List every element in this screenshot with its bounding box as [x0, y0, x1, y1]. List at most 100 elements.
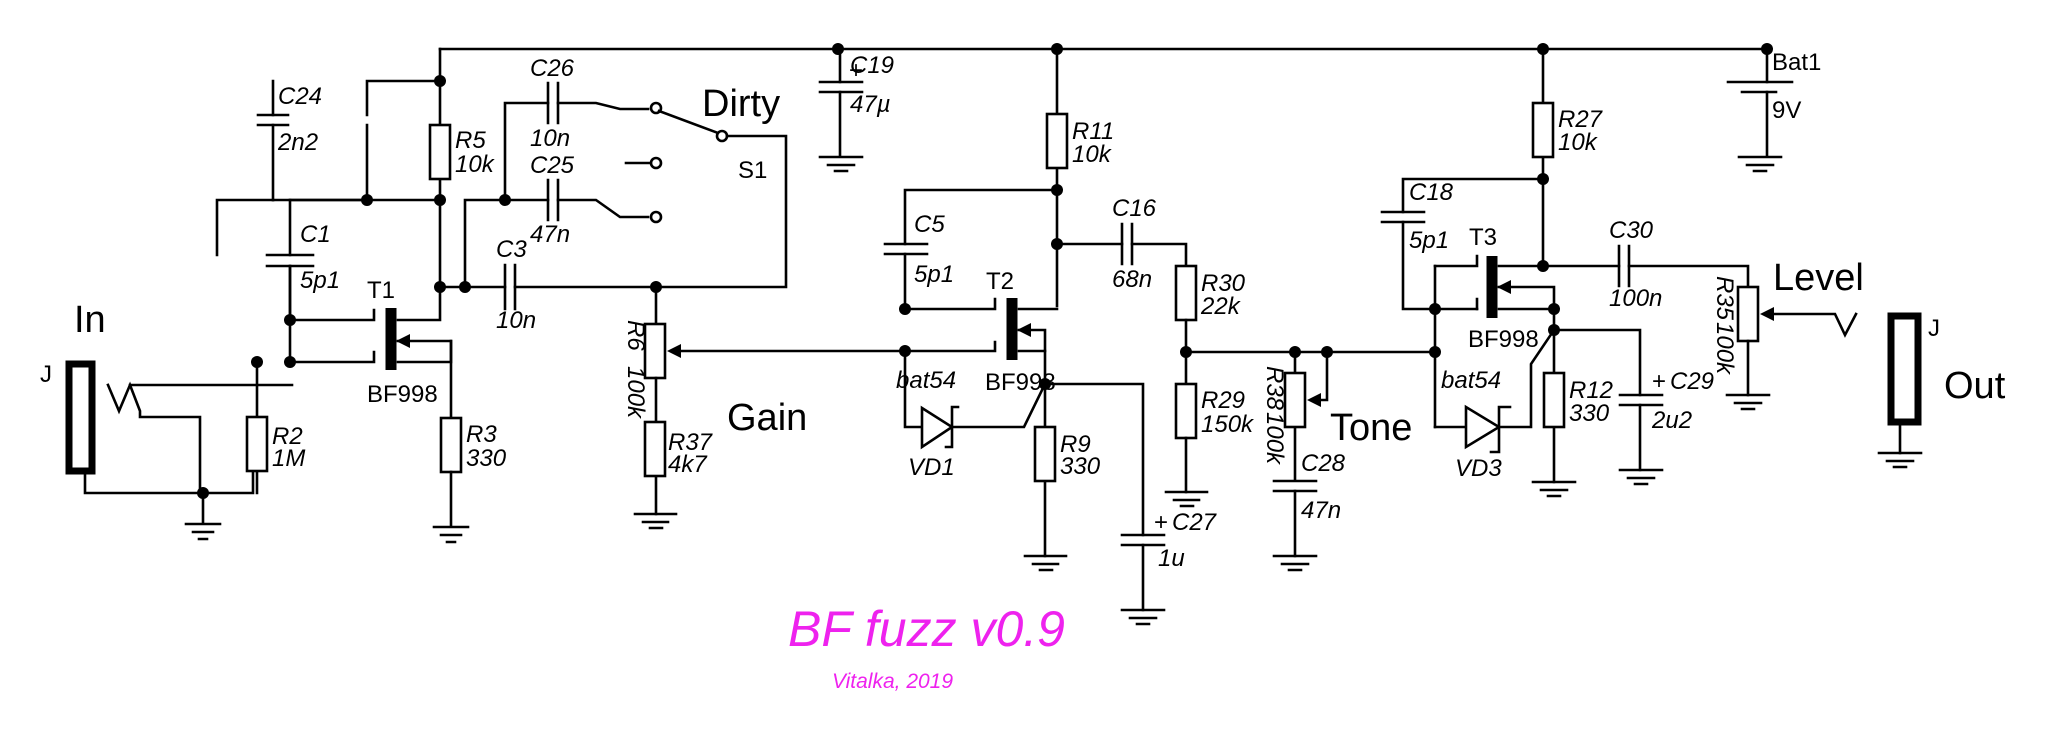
r9-ref: R9	[1060, 431, 1091, 458]
resistor-r30: R30 22k	[1174, 264, 1246, 386]
c29-polarity: +	[1652, 368, 1666, 395]
r38-value: 100k	[1261, 412, 1288, 466]
resistor-r12: R12 330	[1531, 328, 1613, 498]
r35-value: 100k	[1711, 322, 1738, 376]
resistor-r37: R37 4k7	[633, 376, 714, 530]
ground-icon	[1531, 480, 1577, 498]
ground-icon	[1164, 490, 1209, 508]
vd3-ref: VD3	[1455, 455, 1502, 482]
capacitor-c27: + C27 1u	[1043, 382, 1218, 626]
c30-value: 100n	[1609, 285, 1662, 312]
r35-ref: R35	[1711, 276, 1738, 321]
ground-icon	[818, 155, 864, 173]
r29-value: 150k	[1201, 411, 1255, 438]
transistor-t1: T1 BF998	[284, 277, 453, 420]
capacitor-c29: + C29 2u2	[1552, 328, 1714, 486]
capacitor-c19: C19 + 47µ	[818, 47, 894, 173]
vd1-part: bat54	[896, 367, 956, 394]
c1-value: 5p1	[300, 267, 340, 294]
resistor-r9: R9 330	[1023, 378, 1101, 572]
t3-part: BF998	[1468, 326, 1539, 353]
capacitor-c26: C26 10n	[503, 55, 650, 202]
author-credit: Vitalka, 2019	[832, 670, 953, 693]
ground-icon	[1120, 608, 1166, 626]
c24-value: 2n2	[277, 129, 318, 156]
resistor-r2: R2 1M	[245, 356, 305, 495]
vd1-ref: VD1	[908, 454, 955, 481]
t3-ref: T3	[1469, 224, 1497, 251]
c16-value: 68n	[1112, 266, 1152, 293]
resistor-r3: R3 330	[432, 416, 507, 544]
c24-ref: C24	[278, 83, 322, 110]
t2-ref: T2	[986, 268, 1014, 295]
output-label: Out	[1944, 365, 2006, 407]
c1-ref: C1	[300, 221, 331, 248]
c25-value: 47n	[530, 221, 570, 248]
resistor-r29: R29 150k	[1164, 382, 1255, 508]
r37-ref: R37	[668, 429, 714, 456]
vd3-part: bat54	[1441, 367, 1501, 394]
r30-value: 22k	[1200, 293, 1242, 320]
c29-value: 2u2	[1651, 407, 1692, 434]
r12-value: 330	[1569, 400, 1610, 427]
c3-value: 10n	[496, 307, 536, 334]
dirty-label: Dirty	[702, 83, 780, 125]
r11-ref: R11	[1072, 118, 1114, 145]
t1-ref: T1	[367, 277, 395, 304]
ground-icon	[1023, 554, 1068, 572]
supply-rail	[438, 43, 1773, 55]
ground-icon	[1877, 451, 1923, 469]
output-jack-ref: J	[1928, 315, 1940, 342]
c5-ref: C5	[914, 211, 945, 238]
r6-ref: R6	[622, 320, 649, 351]
battery-bat1: Bat1 9V	[1726, 47, 1821, 173]
r2-ref: R2	[272, 423, 303, 450]
gain-pot-r6[interactable]: R6 100k	[622, 285, 909, 420]
battery-value: 9V	[1772, 97, 1801, 124]
c16-ref: C16	[1112, 195, 1157, 222]
r12-ref: R12	[1569, 377, 1613, 404]
ground-icon	[184, 522, 222, 541]
r9-value: 330	[1060, 453, 1101, 480]
level-pot-r35[interactable]: R35 100k	[1711, 276, 1858, 411]
r5-ref: R5	[455, 127, 486, 154]
capacitor-c25: C25 47n	[463, 152, 650, 289]
capacitor-c1: C1 5p1	[265, 198, 369, 364]
diode-vd1: bat54 VD1	[896, 349, 1047, 481]
s1-ref: S1	[738, 157, 767, 184]
r11-value: 10k	[1072, 141, 1113, 168]
c28-value: 47n	[1301, 497, 1341, 524]
c19-ref: C19	[850, 52, 894, 79]
output-jack: J	[1877, 312, 1940, 469]
transistor-t3: T3 BF998	[1429, 224, 1560, 429]
schematic-title: BF fuzz v0.9	[788, 601, 1065, 657]
diode-vd3: bat54 VD3	[1433, 328, 1556, 482]
c26-ref: C26	[530, 55, 575, 82]
capacitor-c30: C30 100n	[1541, 217, 1750, 312]
wire	[215, 198, 275, 257]
r3-ref: R3	[466, 421, 497, 448]
r38-ref: R38	[1261, 366, 1288, 411]
c3-ref: C3	[496, 236, 527, 263]
input-label: In	[74, 299, 106, 341]
c19-value: 47µ	[850, 91, 891, 118]
c19-polarity: +	[849, 57, 863, 84]
r37-value: 4k7	[668, 451, 708, 478]
c18-value: 5p1	[1409, 227, 1449, 254]
t1-part: BF998	[367, 381, 438, 408]
ground-icon	[432, 525, 470, 544]
capacitor-c3: C3 10n	[438, 236, 662, 334]
capacitor-c5: C5 5p1	[883, 188, 1059, 311]
switch-s1[interactable]: S1	[624, 101, 788, 289]
c30-ref: C30	[1609, 217, 1654, 244]
r3-value: 330	[466, 445, 507, 472]
tone-pot-r38[interactable]: R38 100k	[1261, 346, 1333, 482]
resistor-r11: R11 10k	[1045, 47, 1114, 308]
capacitor-c18: C18 5p1	[1380, 177, 1545, 311]
r29-ref: R29	[1201, 387, 1245, 414]
capacitor-c28: C28 47n	[1272, 450, 1346, 572]
capacitor-c24: C24 2n2	[256, 79, 442, 206]
r27-value: 10k	[1558, 129, 1599, 156]
r2-value: 1M	[272, 445, 305, 472]
